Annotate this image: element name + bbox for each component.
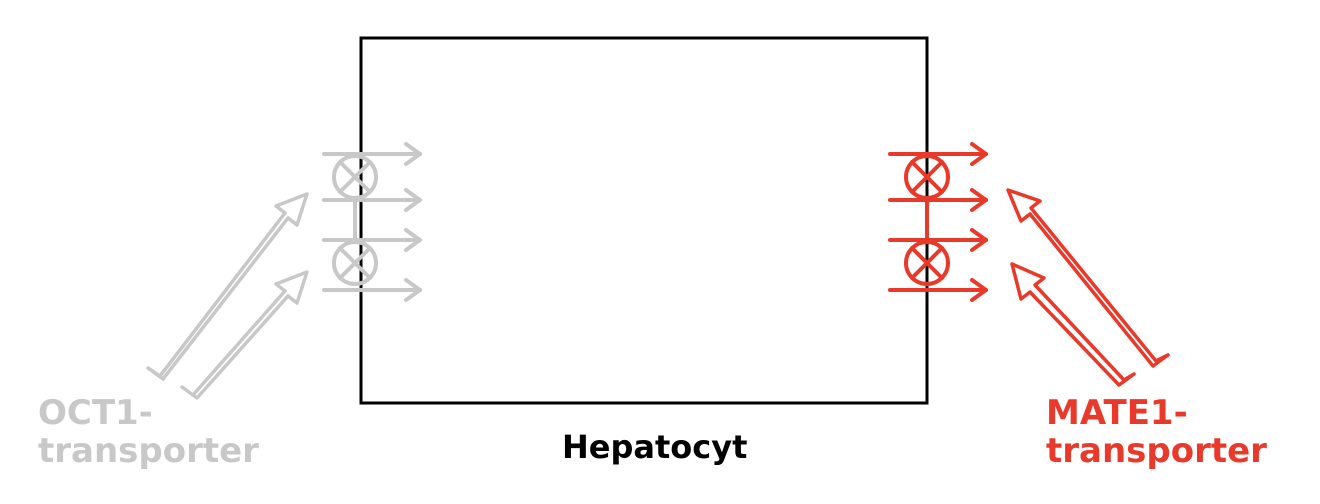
oct1-uptake-arrow-upper-icon [146, 192, 309, 381]
oct1-channel-lower-icon [332, 240, 378, 286]
mate1-transporter-label: MATE1- transporter [1046, 394, 1267, 470]
mate1-transporter-group [888, 142, 1170, 387]
mate1-efflux-arrow-upper-icon [1006, 188, 1170, 368]
oct1-uptake-arrow-lower-icon [180, 270, 309, 400]
oct1-transporter-group [146, 142, 422, 400]
oct1-flow-arrows [322, 142, 422, 302]
oct1-label-line2: transporter [38, 431, 259, 471]
mate1-flow-arrows [888, 142, 988, 302]
mate1-label-line1: MATE1- [1046, 393, 1188, 433]
mate1-label-line2: transporter [1046, 431, 1267, 471]
oct1-channel-upper-icon [332, 154, 378, 200]
oct1-label-line1: OCT1- [38, 393, 153, 433]
cell-label: Hepatocyt [562, 428, 748, 466]
mate1-efflux-arrow-lower-icon [1010, 262, 1136, 387]
oct1-transporter-label: OCT1- transporter [38, 394, 259, 470]
hepatocyte-cell [359, 36, 929, 405]
